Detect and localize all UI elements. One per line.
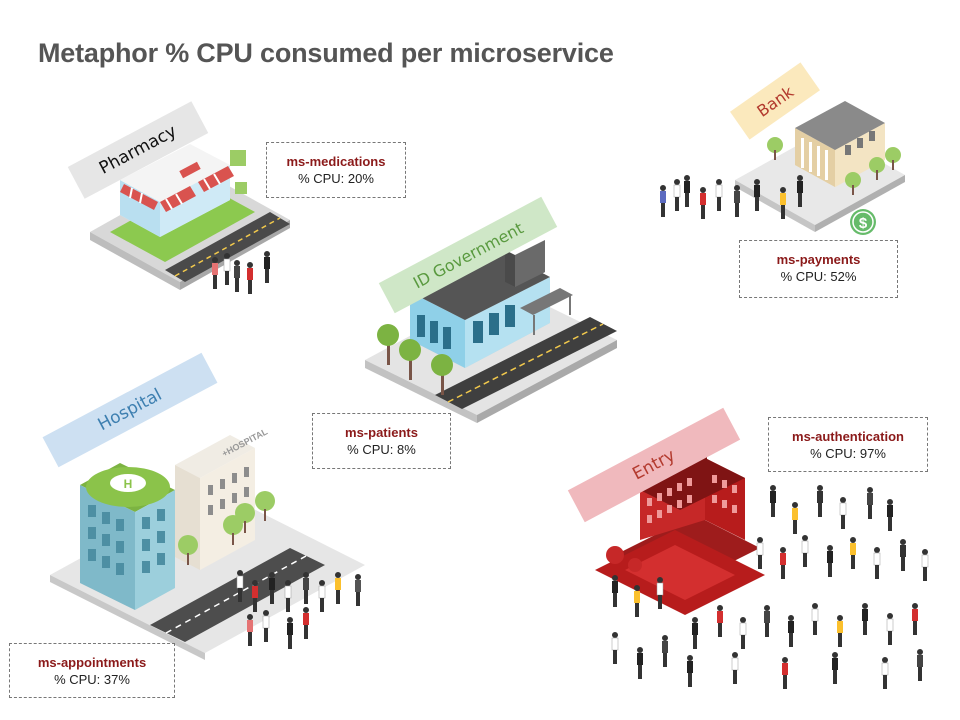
government-service-box: ms-patients % CPU: 8%	[312, 413, 451, 469]
entry-service-box: ms-authentication % CPU: 97%	[768, 417, 928, 472]
bank-service-box: ms-payments % CPU: 52%	[739, 240, 898, 298]
entry-illustration	[595, 438, 929, 689]
svg-text:H: H	[124, 477, 133, 491]
pharmacy-illustration	[90, 144, 290, 294]
page-title: Metaphor % CPU consumed per microservice	[38, 38, 614, 68]
cpu-value: % CPU: 37%	[54, 672, 130, 687]
service-name: ms-authentication	[792, 429, 904, 444]
cpu-value: % CPU: 20%	[298, 171, 374, 186]
service-name: ms-appointments	[37, 655, 147, 670]
service-name: ms-payments	[776, 252, 861, 267]
hospital-service-box: ms-appointments % CPU: 37%	[9, 643, 175, 698]
bank-illustration: $	[660, 101, 905, 235]
hospital-illustration: H +HOSPITAL	[50, 426, 365, 660]
dollar-sign-icon: $	[859, 215, 868, 232]
service-name: ms-medications	[286, 154, 386, 169]
government-illustration	[365, 240, 617, 423]
cpu-value: % CPU: 97%	[810, 446, 886, 461]
service-name: ms-patients	[345, 425, 418, 440]
cpu-value: % CPU: 8%	[347, 442, 416, 457]
cpu-value: % CPU: 52%	[780, 269, 857, 284]
pharmacy-service-box: ms-medications % CPU: 20%	[266, 142, 406, 198]
